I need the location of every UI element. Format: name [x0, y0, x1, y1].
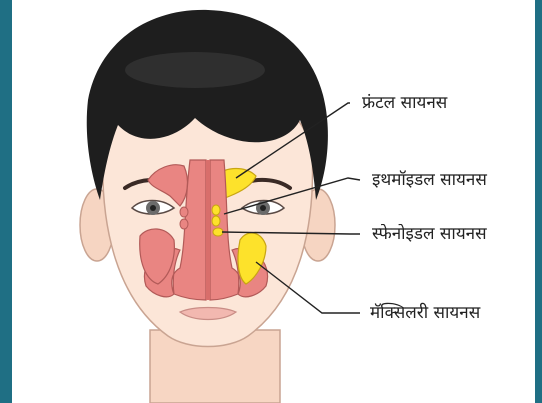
label-ethmoidal-sinus: इथमॉइडल सायनस	[372, 170, 487, 190]
nasal-septum	[206, 160, 210, 300]
right-ethmoid-cell-2	[212, 216, 220, 226]
left-ethmoid-cell-2	[180, 219, 188, 229]
left-pupil	[150, 205, 156, 211]
label-maxillary-sinus: मॅक्सिलरी सायनस	[370, 303, 480, 323]
left-ethmoid-cell-1	[180, 207, 188, 217]
right-pupil	[260, 205, 266, 211]
label-frontal-sinus: फ्रंटल सायनस	[362, 93, 447, 113]
hair-highlight	[125, 52, 265, 88]
sphenoid-sinus	[213, 228, 223, 236]
label-sphenoidal-sinus: स्फेनोइडल सायनस	[372, 224, 534, 244]
right-ethmoid-cell-1	[212, 205, 220, 215]
